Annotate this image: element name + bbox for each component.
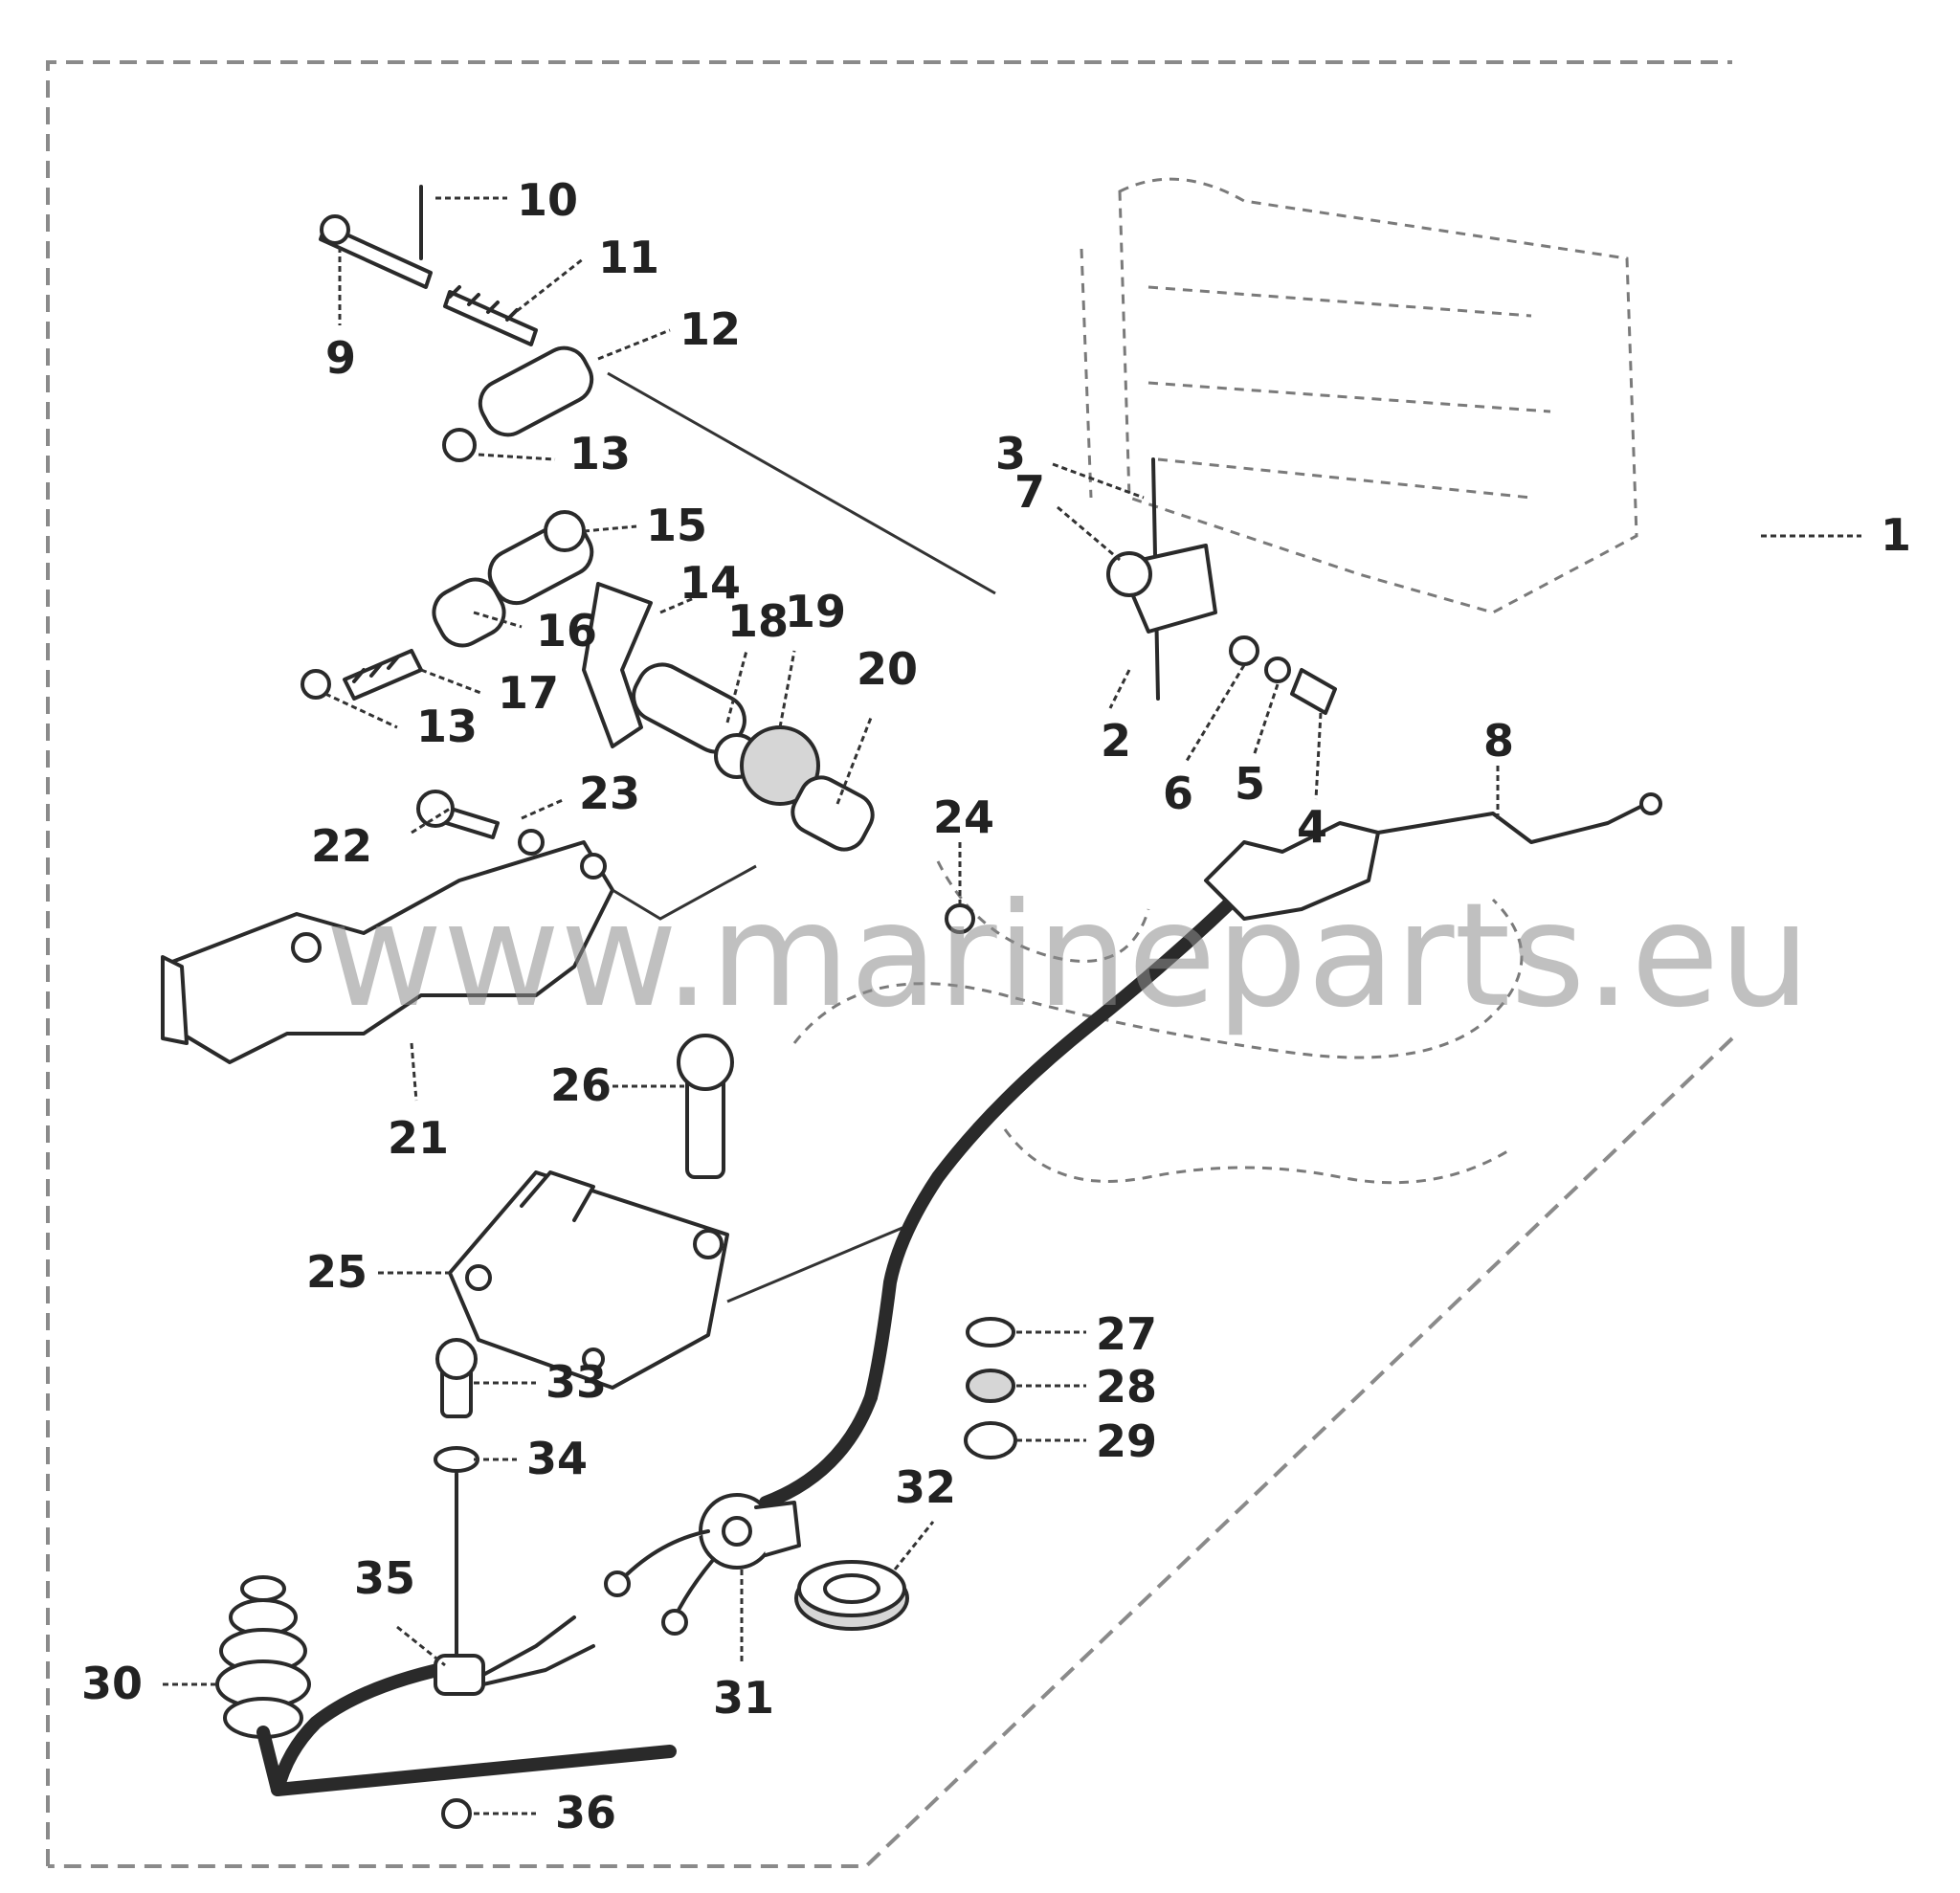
callout-16: 16 bbox=[536, 605, 597, 657]
mounting-bracket bbox=[161, 790, 757, 1064]
callout-29: 29 bbox=[1096, 1415, 1157, 1467]
neutral-switch bbox=[604, 1493, 801, 1636]
control-cable bbox=[271, 855, 1280, 1796]
cable-clamp bbox=[434, 1338, 595, 1829]
callout-6: 6 bbox=[1163, 768, 1193, 819]
callout-24: 24 bbox=[933, 791, 994, 843]
callout-13b: 13 bbox=[416, 701, 478, 752]
cable-end-linkage bbox=[1204, 792, 1662, 921]
callout-30: 30 bbox=[81, 1658, 143, 1709]
shift-lever-mechanism bbox=[1106, 457, 1337, 715]
callout-14: 14 bbox=[679, 557, 741, 609]
callout-22: 22 bbox=[311, 820, 372, 872]
callout-17: 17 bbox=[498, 667, 559, 719]
callout-21: 21 bbox=[388, 1112, 449, 1164]
callout-8: 8 bbox=[1483, 715, 1514, 767]
callout-32: 32 bbox=[895, 1461, 956, 1513]
callout-3: 3 bbox=[995, 428, 1026, 479]
base-plate bbox=[448, 1034, 910, 1390]
callout-19: 19 bbox=[785, 586, 846, 637]
callout-7: 7 bbox=[1014, 466, 1045, 518]
throttle-link-rod bbox=[319, 185, 538, 346]
rubber-boot bbox=[215, 1575, 311, 1796]
callout-1: 1 bbox=[1881, 509, 1911, 561]
callout-18: 18 bbox=[727, 595, 789, 647]
grommet bbox=[794, 1560, 909, 1631]
callout-23: 23 bbox=[579, 768, 640, 819]
callout-33: 33 bbox=[546, 1356, 607, 1408]
callout-leaders bbox=[163, 196, 1861, 1815]
callout-12: 12 bbox=[679, 303, 741, 355]
callout-25: 25 bbox=[306, 1246, 368, 1298]
link-shaft bbox=[442, 345, 996, 595]
watermark: www.marineparts.eu bbox=[325, 873, 1811, 1039]
engine-ghost-outline bbox=[792, 177, 1638, 1185]
callout-36: 36 bbox=[555, 1787, 616, 1838]
callout-31: 31 bbox=[713, 1672, 774, 1724]
washer-stack bbox=[964, 1317, 1017, 1459]
callout-13a: 13 bbox=[569, 428, 631, 479]
callout-20: 20 bbox=[857, 643, 918, 695]
callout-28: 28 bbox=[1096, 1361, 1157, 1413]
small-fastener bbox=[945, 903, 975, 934]
assembly-frame bbox=[46, 60, 1734, 1868]
callout-5: 5 bbox=[1235, 758, 1265, 810]
callout-labels: 1 2 3 4 5 6 7 8 9 10 11 12 13 13 14 15 1… bbox=[81, 174, 1911, 1838]
callout-15: 15 bbox=[646, 500, 707, 551]
callout-35: 35 bbox=[354, 1552, 415, 1604]
callout-4: 4 bbox=[1297, 801, 1327, 853]
callout-10: 10 bbox=[517, 174, 578, 226]
lever-assembly bbox=[301, 510, 875, 852]
callout-26: 26 bbox=[550, 1059, 612, 1111]
callout-9: 9 bbox=[325, 332, 356, 384]
callout-11: 11 bbox=[598, 232, 659, 283]
callout-2: 2 bbox=[1101, 715, 1131, 767]
callout-34: 34 bbox=[526, 1433, 588, 1484]
callout-27: 27 bbox=[1096, 1308, 1157, 1360]
